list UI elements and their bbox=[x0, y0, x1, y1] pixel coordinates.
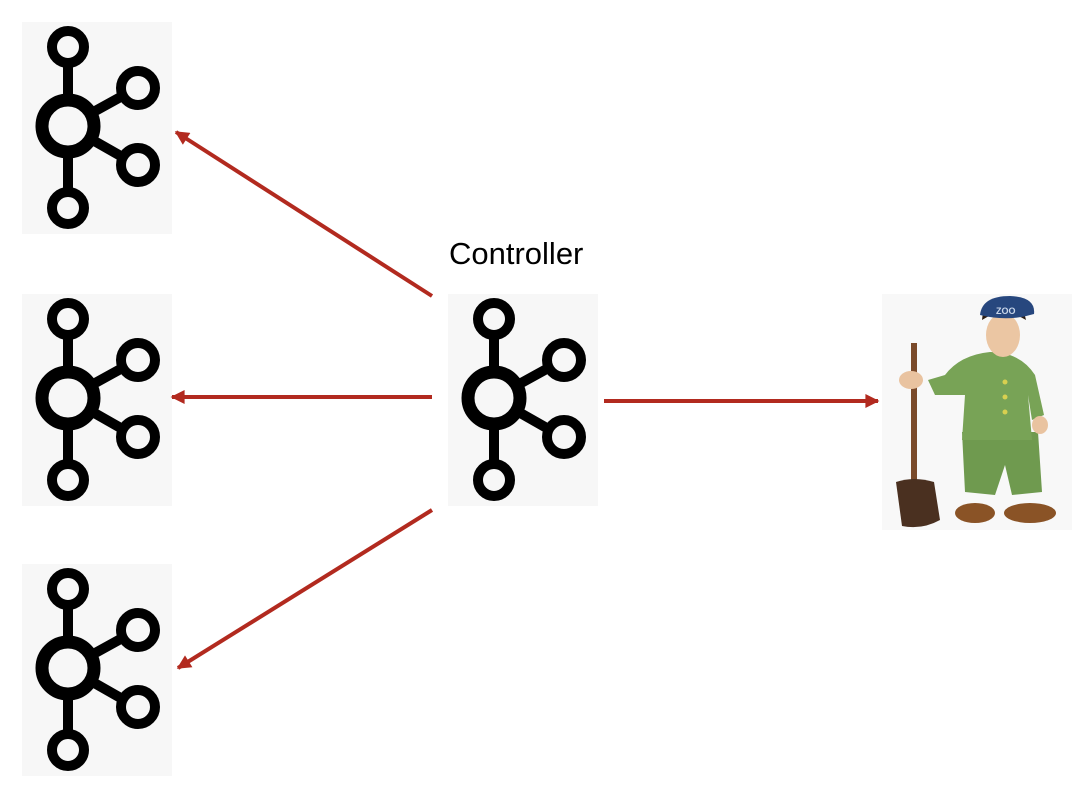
arrow-to-broker-bottom bbox=[176, 508, 434, 670]
hat-text: ZOO bbox=[996, 306, 1016, 316]
kafka-icon-broker-middle bbox=[22, 294, 172, 506]
kafka-icon-broker-bottom bbox=[22, 564, 172, 776]
controller-label: Controller bbox=[449, 236, 583, 271]
kafka-icon-broker-top bbox=[22, 22, 172, 234]
arrow-to-broker-top bbox=[174, 130, 434, 298]
kafka-icon-controller bbox=[448, 294, 598, 506]
zookeeper-icon: ZOO bbox=[882, 294, 1072, 530]
